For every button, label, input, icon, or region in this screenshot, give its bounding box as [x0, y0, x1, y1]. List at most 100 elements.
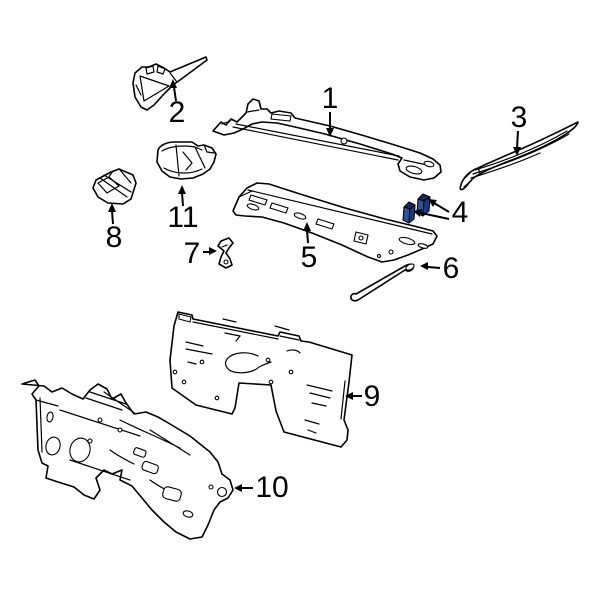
part-1-end-slot-a [405, 165, 423, 175]
part-5-oval-d [417, 243, 429, 249]
callout-5-arrow-line [306, 229, 309, 244]
callout-1-label: 1 [322, 82, 339, 115]
part-10-hole-e [87, 438, 93, 444]
part-10-slot-c [162, 486, 182, 502]
part-3-lamination-lines [462, 130, 570, 188]
part-6-hook-end [405, 263, 415, 271]
callout-8: 8 [106, 203, 123, 254]
part-7-outline [217, 237, 234, 269]
part-9-center-curve [224, 352, 272, 374]
callout-6: 6 [420, 252, 459, 285]
part-9-outline [169, 311, 353, 448]
part-6-rod [350, 263, 414, 302]
part-1-end-slot-b [423, 160, 435, 168]
callout-8-label: 8 [106, 221, 123, 254]
part-5-bracket-hole [358, 235, 364, 241]
part-10-hole-d [97, 417, 103, 423]
part-5-slot-a [248, 194, 268, 206]
part-5-oval-a [246, 203, 260, 211]
part-9-hole-e [265, 357, 271, 363]
part-4-clip-right-side-face [422, 196, 431, 217]
callout-6-arrow-line [427, 266, 441, 269]
part-9-drawing [169, 311, 353, 448]
part-10-drawing [21, 379, 234, 540]
part-2-drawing [132, 56, 208, 111]
part-1-drawing [212, 98, 442, 181]
callout-4-arrow-line-lower [420, 212, 450, 220]
callout-11-arrow-line [181, 192, 184, 207]
callout-7: 7 [184, 237, 217, 270]
part-6-drawing [350, 263, 415, 302]
callout-3-arrowhead [513, 147, 521, 156]
part-10-oval-b [69, 437, 91, 463]
callout-2: 2 [169, 79, 186, 129]
callout-9: 9 [345, 380, 380, 413]
callout-10-arrowhead [234, 484, 242, 492]
part-9-hole-d [214, 395, 220, 401]
callout-4-label: 4 [452, 196, 469, 229]
part-8-detail [97, 169, 132, 198]
part-10-panel-lines [35, 391, 191, 495]
callout-10-label: 10 [255, 471, 288, 504]
callout-9-label: 9 [364, 380, 381, 413]
part-10-slot-b [141, 460, 159, 475]
callout-8-arrow-line [111, 210, 114, 225]
callout-11: 11 [167, 185, 199, 234]
callout-7-label: 7 [184, 237, 201, 270]
part-9-hole-f [268, 379, 274, 385]
callout-11-arrowhead [178, 185, 186, 194]
callout-4-arrow-line-upper [433, 202, 450, 213]
part-5-slot-c [315, 218, 335, 230]
callout-5-arrowhead [303, 222, 311, 231]
part-1-crease [221, 109, 433, 167]
callout-10: 10 [234, 471, 289, 504]
callout-1-arrowhead [326, 128, 334, 137]
part-9-flange-lines [192, 321, 346, 420]
part-9-hole-a [172, 369, 178, 375]
part-9-hole-g [288, 369, 294, 375]
callout-2-label: 2 [169, 96, 186, 129]
callout-2-arrow-line [173, 86, 177, 102]
part-7-hole [223, 259, 229, 265]
callout-5: 5 [301, 222, 318, 274]
part-9-hole-c [199, 359, 205, 365]
part-5-oval-b [293, 212, 307, 220]
part-8-outline [92, 168, 137, 205]
part-10-slot-a [46, 411, 54, 423]
part-3-outline [459, 121, 579, 191]
part-5-crease [238, 189, 433, 235]
part-1-outline [212, 98, 442, 181]
callout-5-label: 5 [301, 241, 318, 274]
part-5-outline [232, 182, 438, 263]
callout-1: 1 [322, 82, 339, 137]
part-2-detail [135, 65, 178, 102]
part-7-drawing [217, 237, 234, 269]
part-11-drawing [156, 141, 217, 180]
callout-4-arrowhead-upper [428, 199, 437, 207]
callout-11-label: 11 [167, 201, 198, 234]
part-10-hole-b [208, 484, 214, 490]
callout-4: 4 [413, 196, 468, 229]
callout-3-arrow-line [516, 130, 519, 149]
callout-4-arrowhead-lower [413, 209, 422, 217]
part-5-hole-a [388, 249, 394, 255]
part-8-drawing [92, 168, 137, 205]
callout-3: 3 [511, 101, 527, 156]
callout-2-arrowhead [169, 79, 177, 88]
part-10-hole-a [216, 486, 228, 498]
part-5-slot-b [269, 202, 289, 214]
part-5-hole-b [376, 253, 382, 259]
part-10-hole-c [117, 427, 123, 433]
part-9-hole-b [181, 379, 187, 385]
callout-7-arrowhead [209, 247, 217, 255]
part-1-hole [340, 137, 348, 145]
part-4-drawing [402, 193, 431, 224]
part-4-clip-left [402, 201, 416, 224]
callout-6-label: 6 [443, 252, 460, 285]
part-9-corner-tab [178, 313, 192, 323]
part-10-slot-d [133, 447, 147, 458]
part-1-slot [270, 113, 292, 122]
part-10-oval-c [182, 510, 194, 518]
